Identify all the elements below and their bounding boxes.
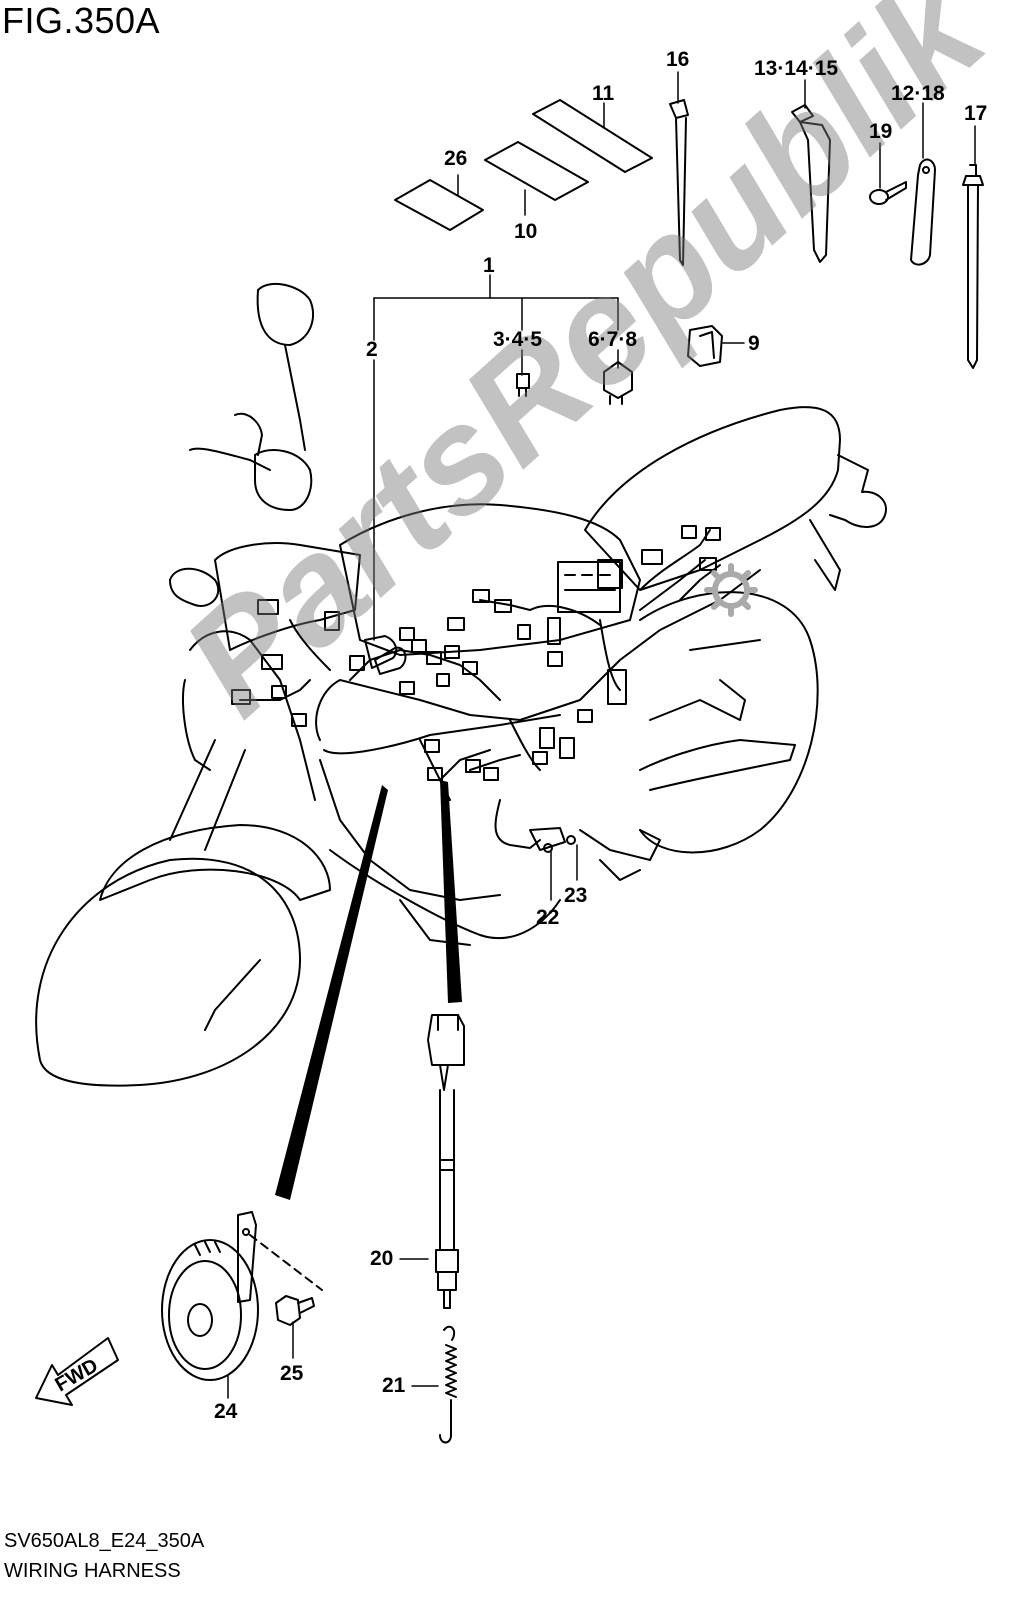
callout-19[interactable]: 19 bbox=[869, 120, 893, 143]
pointer-wedges[interactable] bbox=[275, 780, 462, 1200]
part-21-spring bbox=[439, 1325, 457, 1444]
part-20-sensor bbox=[427, 1014, 465, 1309]
part-12-bracket bbox=[910, 158, 936, 266]
callout-2[interactable]: 2 bbox=[366, 338, 378, 361]
callout-21[interactable]: 21 bbox=[382, 1374, 406, 1397]
callout-25[interactable]: 25 bbox=[280, 1362, 304, 1385]
callout-16[interactable]: 16 bbox=[666, 48, 690, 71]
part-25-bolt bbox=[275, 1295, 315, 1326]
callout-24[interactable]: 24 bbox=[214, 1400, 238, 1423]
callout-10[interactable]: 10 bbox=[514, 220, 538, 243]
fwd-arrow-icon: FWD bbox=[35, 1337, 119, 1406]
part-19-screw bbox=[869, 181, 907, 205]
callout-3-4-5[interactable]: 3·4·5 bbox=[493, 328, 543, 351]
wiring-harness bbox=[231, 525, 761, 853]
part-16-tie bbox=[669, 99, 689, 266]
figure-code: SV650AL8_E24_350A bbox=[4, 1530, 205, 1552]
leader-lines bbox=[227, 71, 976, 1399]
part-24-horn bbox=[161, 1211, 323, 1381]
part-17-tie bbox=[962, 164, 984, 369]
part-13-clamp bbox=[791, 104, 831, 263]
figure-title: FIG.350A bbox=[2, 0, 161, 41]
part-26-tape bbox=[394, 179, 484, 231]
figure-name: WIRING HARNESS bbox=[4, 1560, 181, 1582]
callout-26[interactable]: 26 bbox=[444, 147, 468, 170]
callout-11[interactable]: 11 bbox=[592, 82, 615, 105]
part-3-fuse bbox=[516, 373, 530, 397]
callout-13-14-15[interactable]: 13·14·15 bbox=[754, 57, 839, 80]
gear-icon bbox=[704, 563, 758, 617]
part-10-pad bbox=[484, 141, 589, 201]
callout-17[interactable]: 17 bbox=[964, 102, 988, 125]
part-9-holder bbox=[687, 325, 723, 367]
callout-22[interactable]: 22 bbox=[536, 906, 560, 929]
part-11-pad bbox=[532, 99, 653, 173]
callout-1[interactable]: 1 bbox=[483, 254, 495, 277]
callout-23[interactable]: 23 bbox=[564, 884, 588, 907]
callout-12-18[interactable]: 12·18 bbox=[891, 82, 945, 105]
callout-9[interactable]: 9 bbox=[748, 332, 760, 355]
callout-6-7-8[interactable]: 6·7·8 bbox=[588, 328, 638, 351]
motorcycle-outline bbox=[35, 282, 887, 1087]
callout-20[interactable]: 20 bbox=[370, 1247, 394, 1270]
